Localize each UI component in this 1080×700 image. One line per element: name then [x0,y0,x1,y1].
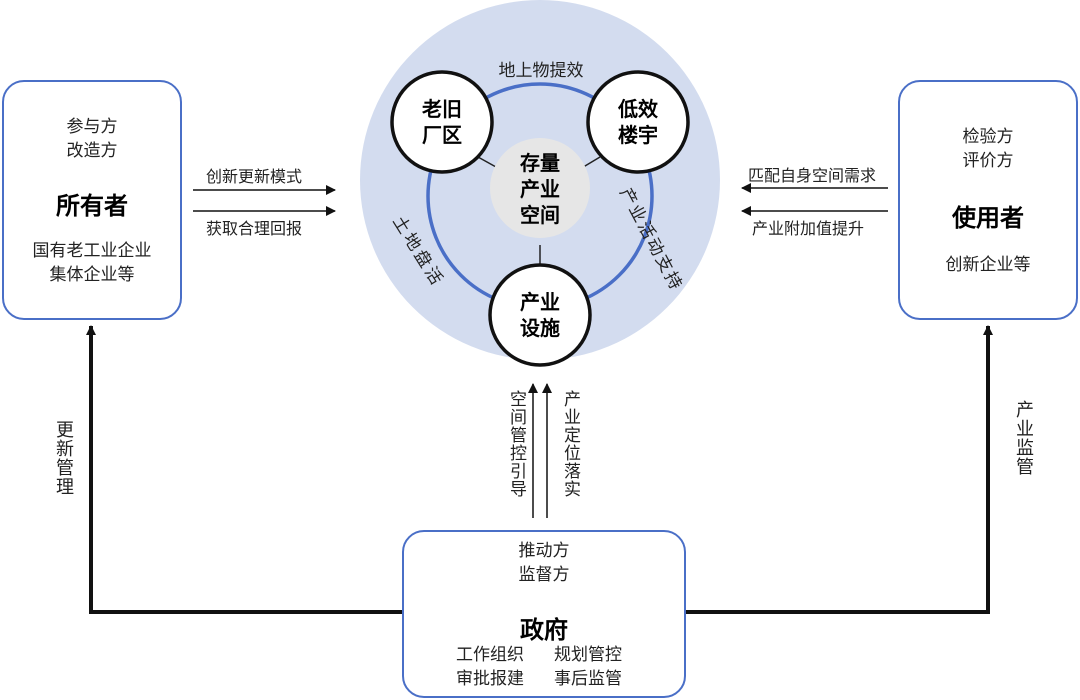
owner-desc-2: 集体企业等 [49,265,135,285]
owner-role-1: 参与方 [66,117,118,137]
core-label: 存量 产业 空间 [490,150,590,228]
user-arrow-label-1: 匹配自身空间需求 [748,166,877,185]
gov-task-3: 审批报建 [456,669,524,689]
right-loop-label: 产业监管 [1013,400,1034,476]
node-old-factory-line-2: 厂区 [422,123,462,147]
node-old-factory-label: 老旧 厂区 [392,96,492,148]
gov-title: 政府 [520,616,568,644]
user-desc-1: 创新企业等 [945,255,1031,275]
user-role-1: 检验方 [962,127,1014,147]
gov-task-2: 规划管控 [554,645,622,665]
gov-arrow-label-2: 产业定位落实 [560,390,580,498]
node-old-factory-line-1: 老旧 [422,97,462,121]
gov-role-1: 推动方 [518,541,570,561]
gov-arrow-label-1: 空间管控引导 [506,390,526,498]
core-line-2: 产业 [520,177,560,201]
arc-label-top: 地上物提效 [498,61,584,81]
core-line-1: 存量 [520,151,560,175]
node-building-line-1: 低效 [618,97,658,121]
left-loop-label: 更新管理 [53,420,74,496]
owner-role-2: 改造方 [66,141,118,161]
owner-title: 所有者 [56,192,128,220]
node-building-line-2: 楼宇 [618,123,658,147]
arrow-left-loop [86,325,402,614]
gov-task-1: 工作组织 [456,645,524,665]
node-circle-industrial-facility [488,263,592,367]
owner-desc-1: 国有老工业企业 [32,241,152,261]
node-industrial-facility-label: 产业 设施 [490,289,590,341]
user-role-2: 评价方 [962,151,1014,171]
user-box: 检验方 评价方 使用者 创新企业等 [898,80,1078,320]
owner-box: 参与方 改造方 所有者 国有老工业企业 集体企业等 [2,80,182,320]
user-arrow-label-2: 产业附加值提升 [752,219,865,238]
user-title: 使用者 [952,204,1024,232]
node-facility-line-2: 设施 [520,316,560,340]
core-circle [490,138,590,238]
arrow-right-loop [686,325,993,614]
government-box: 推动方 监督方 政府 工作组织 规划管控 审批报建 事后监管 [402,530,686,698]
node-low-efficiency-building-label: 低效 楼宇 [588,96,688,148]
node-circle-low-efficiency-building [586,70,690,174]
owner-arrow-label-2: 获取合理回报 [206,219,303,238]
core-line-3: 空间 [520,203,560,227]
gov-task-4: 事后监管 [554,669,622,689]
node-circle-old-factory [390,70,494,174]
node-facility-line-1: 产业 [520,290,560,314]
gov-role-2: 监督方 [518,565,570,585]
owner-arrow-label-1: 创新更新模式 [206,167,303,186]
